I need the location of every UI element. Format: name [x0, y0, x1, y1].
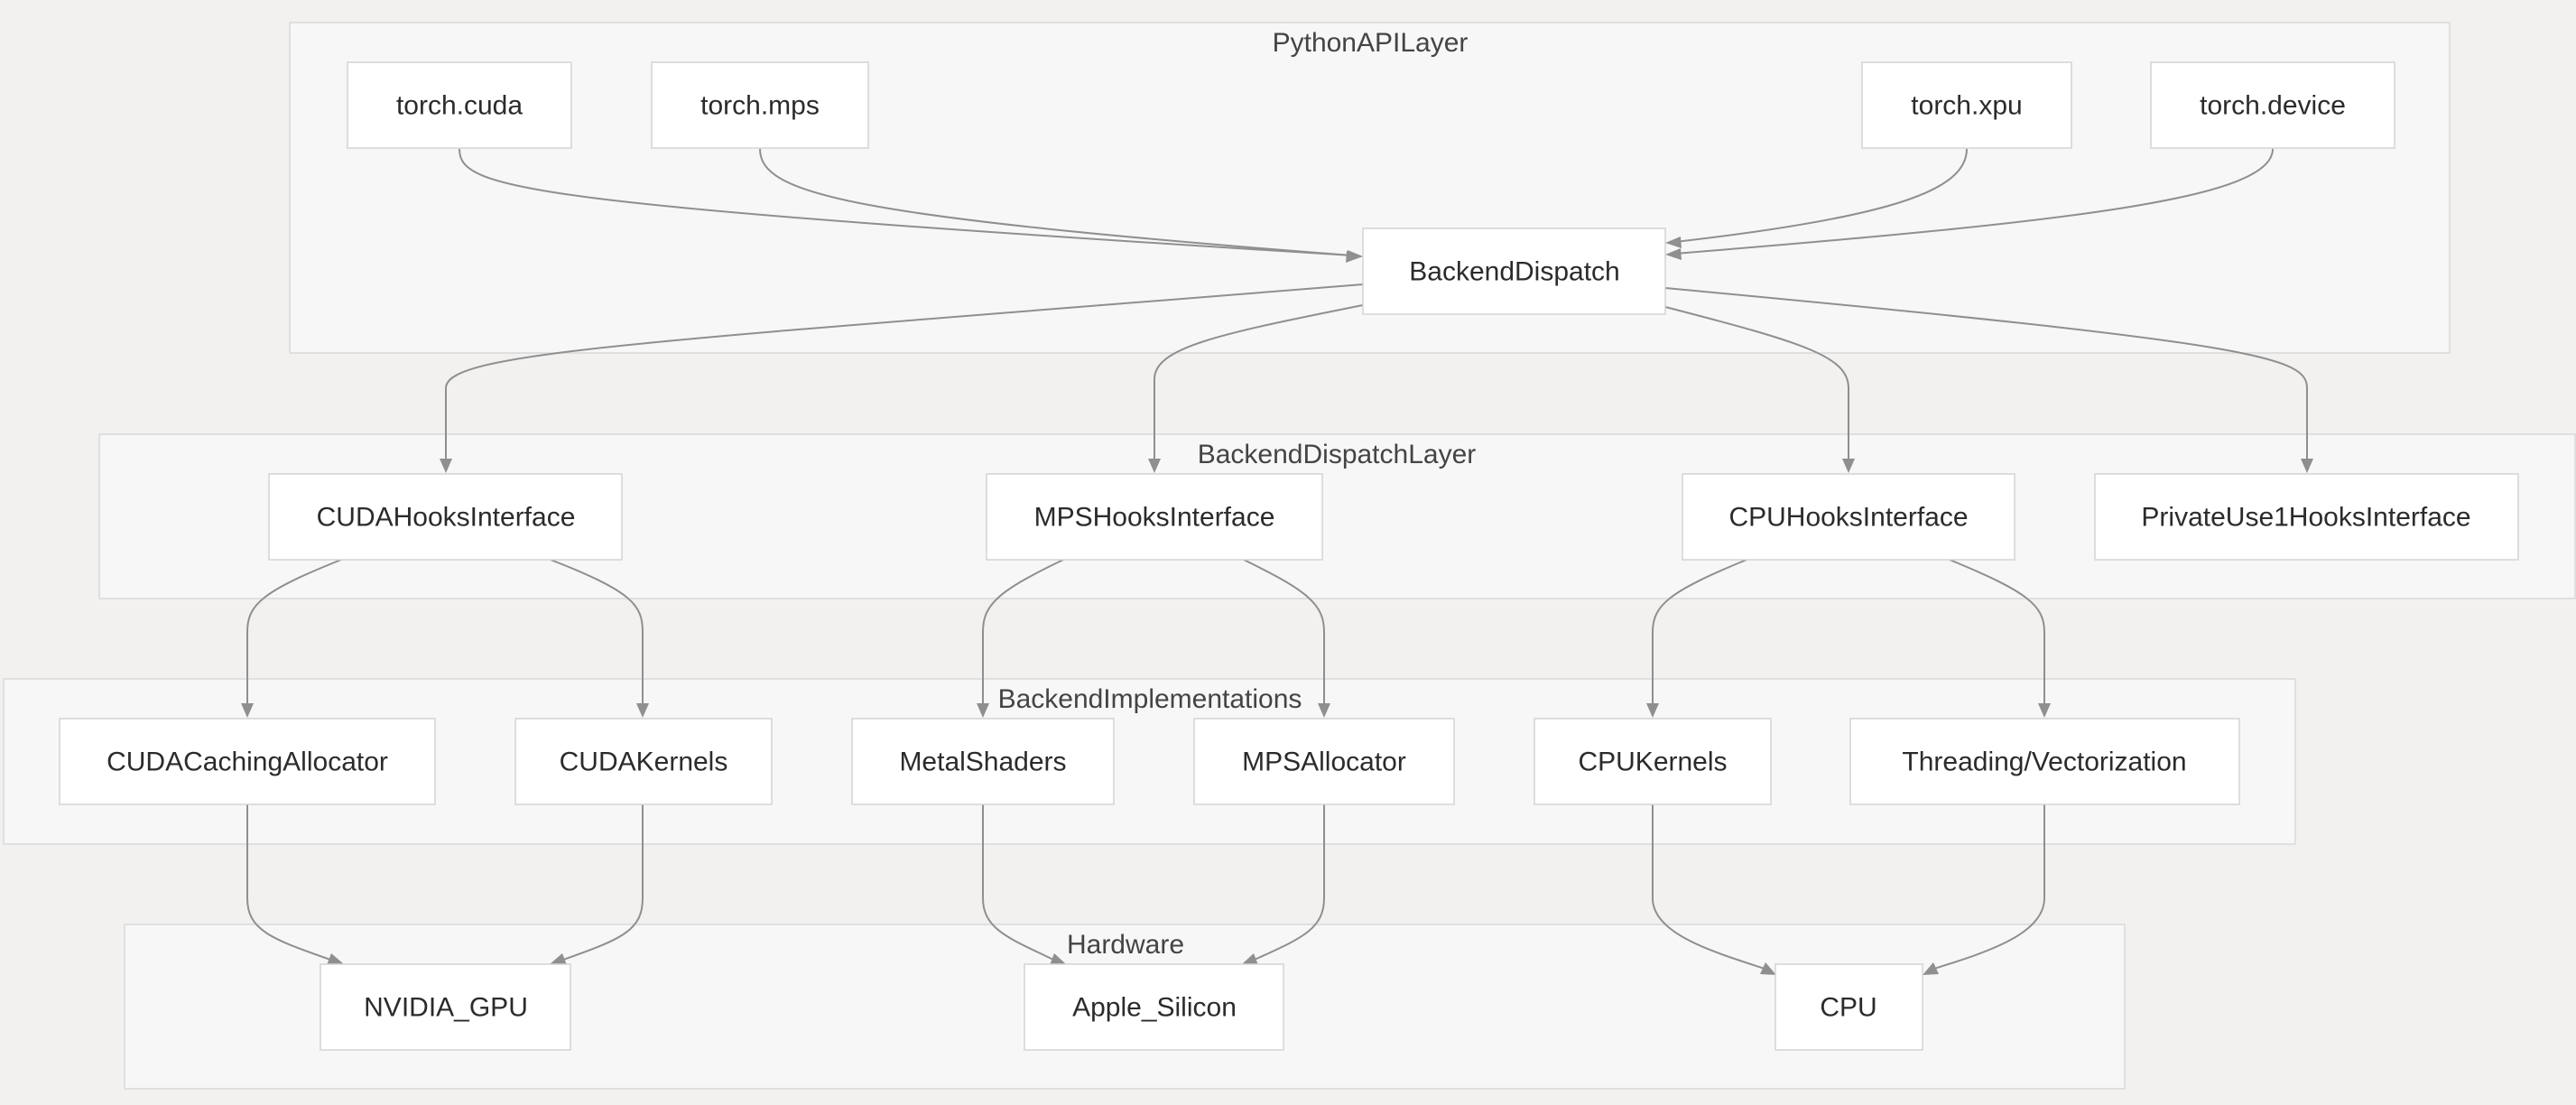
- node-label: CPU: [1820, 993, 1876, 1023]
- arrowhead: [1842, 459, 1855, 473]
- edge-threading-vectorization-to-cpu: [1933, 804, 2045, 970]
- edge-torch-mps-to-backend-dispatch: [759, 148, 1353, 256]
- node-label: torch.xpu: [1911, 91, 2022, 121]
- node-torch-mps[interactable]: torch.mps: [651, 61, 869, 149]
- edge-cpu-kernels-to-cpu: [1652, 804, 1765, 970]
- arrowhead: [636, 703, 649, 718]
- arrowhead: [1760, 962, 1776, 975]
- node-nvidia-gpu[interactable]: NVIDIA_GPU: [320, 963, 571, 1051]
- arrowhead: [1318, 703, 1330, 718]
- node-label: MPSAllocator: [1242, 748, 1406, 777]
- node-label: CUDAHooksInterface: [317, 503, 576, 533]
- node-label: MPSHooksInterface: [1034, 503, 1275, 533]
- node-privateuse1-hooks-interface[interactable]: PrivateUse1HooksInterface: [2094, 473, 2519, 561]
- node-torch-cuda[interactable]: torch.cuda: [347, 61, 572, 149]
- arrowhead: [1347, 250, 1363, 262]
- edge-torch-xpu-to-backend-dispatch: [1674, 148, 1968, 243]
- node-cuda-kernels[interactable]: CUDAKernels: [514, 718, 773, 805]
- edge-cuda-kernels-to-nvidia-gpu: [562, 804, 644, 961]
- arrowhead: [550, 953, 567, 965]
- node-cuda-hooks-interface[interactable]: CUDAHooksInterface: [268, 473, 623, 561]
- cluster-label-backend-implementations: BackendImplementations: [998, 684, 1302, 714]
- node-label: CUDACachingAllocator: [107, 748, 388, 777]
- edge-cuda-hooks-to-cuda-caching-allocator: [246, 559, 342, 705]
- arrowhead: [327, 953, 344, 965]
- arrowhead: [1148, 459, 1161, 473]
- node-backend-dispatch[interactable]: BackendDispatch: [1362, 228, 1666, 315]
- arrowhead: [2038, 703, 2051, 718]
- edge-cpu-hooks-to-threading-vectorization: [1949, 559, 2045, 705]
- arrowhead: [1665, 237, 1682, 248]
- node-apple-silicon[interactable]: Apple_Silicon: [1024, 963, 1284, 1051]
- node-label: CPUHooksInterface: [1728, 503, 1968, 533]
- node-cuda-caching-allocator[interactable]: CUDACachingAllocator: [59, 718, 436, 805]
- edge-cpu-hooks-to-cpu-kernels: [1652, 559, 1747, 705]
- edge-mps-hooks-to-mps-allocator: [1243, 559, 1325, 705]
- node-label: MetalShaders: [899, 748, 1066, 777]
- arrowhead: [1050, 953, 1066, 965]
- edge-backend-dispatch-to-cpu-hooks: [1664, 306, 1849, 460]
- arrowhead: [1923, 962, 1939, 975]
- arrowhead: [440, 459, 452, 473]
- edge-mps-allocator-to-apple-silicon: [1254, 804, 1325, 961]
- arrowhead: [977, 703, 989, 718]
- edge-torch-device-to-backend-dispatch: [1674, 148, 2274, 255]
- node-label: CPUKernels: [1578, 748, 1727, 777]
- node-label: Threading/Vectorization: [1902, 748, 2186, 777]
- cluster-label-hardware: Hardware: [1067, 930, 1184, 960]
- edge-cuda-hooks-to-cuda-kernels: [550, 559, 644, 705]
- edge-cuda-caching-allocator-to-nvidia-gpu: [246, 804, 331, 961]
- edge-metal-shaders-to-apple-silicon: [982, 804, 1054, 961]
- arrowhead: [1242, 953, 1258, 965]
- arrowhead: [1646, 703, 1659, 718]
- node-label: Apple_Silicon: [1072, 993, 1237, 1023]
- node-mps-allocator[interactable]: MPSAllocator: [1193, 718, 1455, 805]
- node-mps-hooks-interface[interactable]: MPSHooksInterface: [986, 473, 1323, 561]
- node-torch-xpu[interactable]: torch.xpu: [1861, 61, 2072, 149]
- edges: [241, 148, 2313, 975]
- node-metal-shaders[interactable]: MetalShaders: [851, 718, 1115, 805]
- edge-backend-dispatch-to-privateuse1-hooks: [1664, 287, 2308, 460]
- node-label: BackendDispatch: [1409, 257, 1619, 287]
- arrowhead: [2301, 459, 2313, 473]
- node-cpu-kernels[interactable]: CPUKernels: [1534, 718, 1772, 805]
- cluster-label-python-api-layer: PythonAPILayer: [1273, 28, 1469, 58]
- node-label: NVIDIA_GPU: [364, 993, 528, 1023]
- node-label: torch.device: [2200, 91, 2346, 121]
- edge-torch-cuda-to-backend-dispatch: [459, 148, 1353, 256]
- node-threading-vectorization[interactable]: Threading/Vectorization: [1849, 718, 2240, 805]
- node-label: CUDAKernels: [560, 748, 728, 777]
- edge-mps-hooks-to-metal-shaders: [982, 559, 1064, 705]
- node-label: torch.cuda: [396, 91, 523, 121]
- node-torch-device[interactable]: torch.device: [2150, 61, 2395, 149]
- arrowhead: [1665, 248, 1682, 260]
- node-cpu-hooks-interface[interactable]: CPUHooksInterface: [1682, 473, 2015, 561]
- node-label: PrivateUse1HooksInterface: [2141, 503, 2470, 533]
- cluster-label-backend-dispatch-layer: BackendDispatchLayer: [1198, 440, 1477, 469]
- arrowhead: [241, 703, 254, 718]
- edge-backend-dispatch-to-mps-hooks: [1154, 304, 1364, 460]
- edge-backend-dispatch-to-cuda-hooks: [445, 283, 1364, 460]
- node-cpu[interactable]: CPU: [1774, 963, 1923, 1051]
- node-label: torch.mps: [700, 91, 820, 121]
